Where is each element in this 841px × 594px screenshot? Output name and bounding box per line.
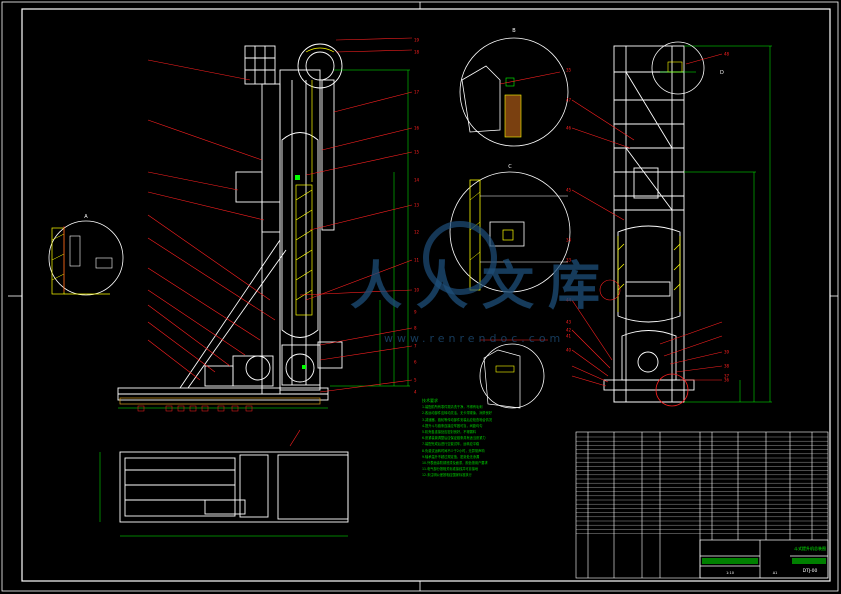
plan-view	[99, 451, 349, 537]
part-number-label: 18	[414, 50, 420, 55]
title-block-sheet: A1	[773, 571, 778, 575]
detail-b-label: B	[512, 28, 516, 34]
side-elevation-view	[603, 45, 695, 403]
title-block-scale: 1:10	[726, 571, 734, 575]
main-elevation-view	[117, 43, 343, 401]
note-line: 3.减速器、链轮等传动部件安装后应检查啮合情况	[422, 417, 492, 422]
title-block	[699, 539, 829, 579]
label-rects-left	[137, 405, 253, 412]
title-block-drawing-no: DTJ-00	[803, 568, 818, 574]
note-line: 11.电气部分按相关标准接线并可靠接地	[422, 467, 479, 472]
detail-circle-bottom	[479, 339, 548, 409]
part-number-label: 17	[414, 90, 420, 95]
part-number-label: 7	[414, 344, 417, 349]
part-number-label: 9	[414, 310, 417, 315]
main-dimensions	[118, 69, 410, 409]
leader-lines-left	[147, 37, 413, 447]
part-number-label: 34	[566, 238, 572, 243]
part-number-label: 45	[566, 188, 572, 193]
part-number-label: 15	[414, 150, 420, 155]
part-number-label: 14	[414, 178, 420, 183]
part-number-label: 40	[566, 348, 572, 353]
part-number-label: 19	[414, 38, 420, 43]
side-hatching	[617, 236, 681, 312]
part-number-label: 48	[724, 52, 730, 57]
note-line: 5.机壳各连接处应密封良好，不得漏料	[422, 430, 477, 435]
part-labels-left: 19 18 17 16 15 14 13 12 11 10 9 8 7 6 5 4	[414, 38, 420, 395]
part-number-label: 12	[414, 230, 420, 235]
watermark-logo-circle	[423, 221, 497, 295]
technical-notes-title: 技术要求	[422, 398, 438, 403]
part-number-label: 47	[566, 98, 572, 103]
note-line: 9.轴承温升不超过规定值，密封处无渗漏	[422, 454, 480, 459]
detail-circle-b	[459, 37, 569, 147]
title-block-name: 斗式提升机总装图	[794, 545, 826, 551]
part-number-label: 39	[724, 350, 730, 355]
note-line: 10.外表面涂防锈底漆及面漆，颜色按用户要求	[422, 461, 488, 466]
note-line: 8.负载试运转时间不少于2小时，无异常声响	[422, 448, 485, 453]
part-number-label: 44	[566, 298, 572, 303]
detail-circle-a	[48, 220, 124, 296]
part-number-label: 10	[414, 288, 420, 293]
note-line: 2.各运动部件应转动灵活，无卡滞现象，润滑良好	[422, 411, 492, 416]
part-number-label: 43	[566, 320, 572, 325]
note-line: 4.提升斗与链条连接应牢固可靠，间距均匀	[422, 423, 483, 428]
main-hatching	[119, 47, 335, 405]
part-number-label: 8	[414, 326, 417, 331]
part-number-label: 16	[414, 126, 420, 131]
part-number-label: 11	[414, 258, 420, 263]
inner-frame	[21, 8, 831, 582]
technical-notes: 技术要求 1.装配前所有零件需清洗干净，不得有毛刺 2.各运动部件应转动灵活，无…	[422, 398, 537, 479]
note-line: 7.装配完成后进行空载试车，运转应平稳	[422, 442, 480, 447]
parts-list-rows	[576, 436, 828, 534]
parts-list	[575, 431, 829, 579]
side-dimensions	[684, 45, 772, 403]
part-number-label: 13	[414, 203, 420, 208]
part-number-label: 5	[414, 378, 417, 383]
part-number-label: 37	[724, 374, 730, 379]
detail-a-label: A	[84, 214, 88, 220]
part-number-label: 35	[566, 68, 572, 73]
part-number-label: 33	[566, 258, 572, 263]
note-line: 1.装配前所有零件需清洗干净，不得有毛刺	[422, 405, 483, 410]
detail-c-label: C	[508, 164, 512, 170]
part-number-label: 42	[566, 328, 572, 333]
part-number-label: 46	[566, 126, 572, 131]
part-number-label: 4	[414, 390, 417, 395]
centering-marks	[8, 2, 838, 591]
main-green-marks	[295, 175, 306, 369]
detail-d-label: D	[720, 70, 724, 76]
part-number-label: 41	[566, 334, 572, 339]
detail-circle-c	[449, 171, 571, 293]
note-line: 6.张紧装置调整后应保证链条具有适当张紧力	[422, 436, 486, 441]
leader-lines-right	[571, 53, 723, 387]
title-block-green	[702, 558, 826, 564]
note-line: 12.未注明公差按相应国家标准执行	[422, 473, 472, 478]
part-number-label: 36	[724, 378, 730, 383]
part-number-label: 38	[724, 364, 730, 369]
part-number-label: 6	[414, 360, 417, 365]
detail-circle-d	[599, 41, 705, 407]
